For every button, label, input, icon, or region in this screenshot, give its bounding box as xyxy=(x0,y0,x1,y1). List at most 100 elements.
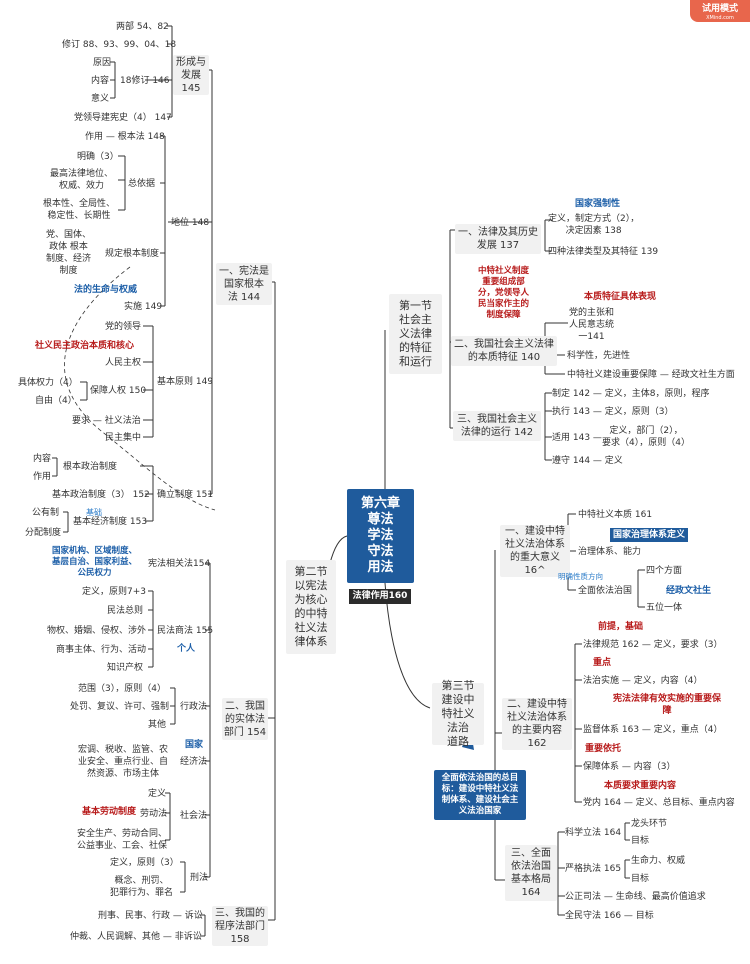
s1-a2[interactable]: 四种法律类型及其特征 139 xyxy=(548,247,659,257)
const-prin-topic[interactable]: 基本原则 149 xyxy=(157,377,214,387)
const-pos2b[interactable]: 最高法律地位、 权威、效力 xyxy=(50,169,114,191)
s3-c3[interactable]: 公正司法 — 生命线、最高价值追求 xyxy=(565,892,706,902)
const-pos1[interactable]: 作用 — 根本法 148 xyxy=(85,132,165,142)
const-sys1a[interactable]: 内容 xyxy=(33,454,52,464)
const-prin3a[interactable]: 具体权力（4） xyxy=(18,378,78,388)
s3-a3-five-in-one[interactable]: 五位一体 xyxy=(646,603,683,613)
dept-1[interactable]: 宪法相关法154 xyxy=(148,559,211,569)
const-form3-meaning[interactable]: 意义 xyxy=(91,94,110,104)
s3-b1[interactable]: 法律规范 162 — 定义，要求（3） xyxy=(583,640,723,650)
s1-c1[interactable]: 制定 142 — 定义，主体8，原则，程序 xyxy=(552,389,710,399)
dept-6b[interactable]: 概念、刑罚、 犯罪行为、罪名 xyxy=(110,876,174,898)
dept-2b[interactable]: 民法总则 xyxy=(107,606,144,616)
s3-topic-b[interactable]: 二、建设中特 社义法治体系 的主要内容 162 xyxy=(502,698,572,750)
s1-b1[interactable]: 党的主张和 人民意志统 一141 xyxy=(569,308,615,342)
dept-2c[interactable]: 物权、婚姻、侵权、涉外 xyxy=(47,626,147,636)
s3-c1-goal[interactable]: 目标 xyxy=(631,836,650,846)
dept-5c[interactable]: 安全生产、劳动合同、 公益事业、工会、社保 xyxy=(77,829,168,851)
section-1[interactable]: 第一节 社会主 义法律 的特征 和运行 xyxy=(389,294,442,374)
const-sys3a[interactable]: 公有制 xyxy=(32,508,60,518)
s1-c4[interactable]: 遵守 144 — 定义 xyxy=(552,456,623,466)
procedure-1[interactable]: 刑事、民事、行政 — 诉讼 xyxy=(98,911,203,921)
s3-topic-c[interactable]: 三、全面 依法治国 基本格局 164 xyxy=(505,845,557,901)
s1-c3-detail[interactable]: 定义，部门（2）， 要求（4），原则（4） xyxy=(602,426,690,448)
s3-b2[interactable]: 法治实施 — 定义，内容（4） xyxy=(583,676,703,686)
dept-2a[interactable]: 定义，原则7+3 xyxy=(82,587,146,597)
s3-b3[interactable]: 监督体系 163 — 定义，重点（4） xyxy=(583,725,723,735)
s1-b3[interactable]: 中特社义建设重要保障 — 经政文社生方面 xyxy=(567,370,735,380)
s3-a3[interactable]: 全面依法治国 xyxy=(578,586,633,596)
s1-a1[interactable]: 定义，制定方式（2）， 决定因素 138 xyxy=(548,214,640,236)
central-subtopic[interactable]: 法律作用160 xyxy=(349,589,411,604)
const-form3-content[interactable]: 内容 xyxy=(91,76,110,86)
dept-2d[interactable]: 商事主体、行为、活动 xyxy=(56,645,147,655)
section-2[interactable]: 第二节 以宪法 为核心 的中特 社义法 律体系 xyxy=(286,560,336,654)
const-form4[interactable]: 党领导建宪史（4） 147 xyxy=(74,113,172,123)
const-prin5[interactable]: 民主集中 xyxy=(105,433,142,443)
const-pos2c[interactable]: 根本性、全局性、 稳定性、长期性 xyxy=(43,199,116,221)
const-form-topic[interactable]: 形成与 发展 145 xyxy=(173,55,209,95)
dept-2e[interactable]: 知识产权 xyxy=(107,663,144,673)
s3-c1[interactable]: 科学立法 164 xyxy=(565,828,622,838)
const-prin3[interactable]: 保障人权 150 xyxy=(90,386,147,396)
s3-c2-vitality[interactable]: 生命力、权威 xyxy=(631,856,686,866)
const-pos3[interactable]: 规定根本制度 xyxy=(105,249,160,259)
s3-topic-a[interactable]: 一、建设中特 社义法治体系 的重大意义 16^ xyxy=(500,525,570,577)
dept-5[interactable]: 社会法 xyxy=(180,811,208,821)
s1-topic-b[interactable]: 二、我国社会主义法律 的本质特征 140 xyxy=(451,336,557,366)
s1-topic-c[interactable]: 三、我国社会主义 法律的运行 142 xyxy=(453,411,541,441)
s3-a2[interactable]: 治理体系、能力 xyxy=(578,547,642,557)
s3-a1[interactable]: 中特社义本质 161 xyxy=(578,510,653,520)
const-sys1b[interactable]: 作用 xyxy=(33,472,52,482)
const-prin4[interactable]: 要求 — 社义法治 xyxy=(72,416,141,426)
const-sys2[interactable]: 基本政治制度（3） 152 xyxy=(52,490,150,500)
const-form3[interactable]: 18修订 146 xyxy=(120,76,170,86)
dept-2[interactable]: 民法商法 155 xyxy=(157,626,214,636)
procedure-2[interactable]: 仲裁、人民调解、其他 — 非诉讼 xyxy=(70,932,202,942)
s1-b2[interactable]: 科学性，先进性 xyxy=(567,351,631,361)
const-pos2[interactable]: 总依据 xyxy=(128,179,156,189)
dept-6a[interactable]: 定义，原则（3） xyxy=(110,858,179,868)
const-sys1[interactable]: 根本政治制度 xyxy=(63,462,118,472)
const-prin1[interactable]: 党的领导 xyxy=(105,322,142,332)
s3-c1-leading[interactable]: 龙头环节 xyxy=(631,819,668,829)
dept-5b[interactable]: 劳动法 xyxy=(140,809,168,819)
const-pos4[interactable]: 实施 149 xyxy=(124,302,163,312)
s1-c2[interactable]: 执行 143 — 定义，原则（3） xyxy=(552,407,674,417)
s3-callout-goal: 全面依法治国的总目 标：建设中特社义法 制体系、建设社会主 义法治国家 xyxy=(434,770,526,820)
const-form3-reason[interactable]: 原因 xyxy=(93,58,112,68)
s3-c2[interactable]: 严格执法 165 xyxy=(565,864,622,874)
const-pos-topic[interactable]: 地位 148 xyxy=(171,218,210,228)
const-pos3a[interactable]: 党、国体、 政体 根本 制度、经济 制度 xyxy=(46,230,92,276)
section-3[interactable]: 第三节 建设中 特社义 法治 道路 xyxy=(432,679,484,748)
s3-b4[interactable]: 保障体系 — 内容（3） xyxy=(583,762,676,772)
s3-b5[interactable]: 党内 164 — 定义、总目标、重点内容 xyxy=(583,798,735,808)
dept-3[interactable]: 行政法 xyxy=(180,702,208,712)
dept-5a[interactable]: 定义 xyxy=(148,789,167,799)
const-form1[interactable]: 两部 54、82 xyxy=(116,22,169,32)
depts-topic[interactable]: 二、我国 的实体法 部门 154 xyxy=(222,698,268,740)
central-topic[interactable]: 第六章 尊法 学法 守法 用法 xyxy=(347,489,414,583)
dept-3c[interactable]: 其他 xyxy=(148,720,167,730)
dept-3a[interactable]: 范围（3），原则（4） xyxy=(78,684,166,694)
s3-c2-goal[interactable]: 目标 xyxy=(631,874,650,884)
s1-topic-a[interactable]: 一、法律及其历史 发展 137 xyxy=(455,224,541,254)
const-prin2[interactable]: 人民主权 xyxy=(105,358,142,368)
trial-mode-badge[interactable]: 试用模式 XMind.com xyxy=(690,0,750,22)
const-form2[interactable]: 修订 88、93、99、04、18 xyxy=(62,40,177,50)
dept-4a[interactable]: 宏调、税收、监管、农 业安全、重点行业、自 然资源、市场主体 xyxy=(78,745,169,779)
s3-c4[interactable]: 全民守法 166 — 目标 xyxy=(565,911,654,921)
dept-4[interactable]: 经济法 xyxy=(180,757,208,767)
const-sys3[interactable]: 基本经济制度 153 xyxy=(73,517,148,527)
dept-6[interactable]: 刑法 xyxy=(190,873,209,883)
const-sys3b[interactable]: 分配制度 xyxy=(25,528,62,538)
procedure-topic[interactable]: 三、我国的 程序法部门 158 xyxy=(212,906,268,946)
s3-note-five: 经政文社生 xyxy=(666,586,712,596)
s3-a3-four-aspects[interactable]: 四个方面 xyxy=(646,566,683,576)
const-pos2a[interactable]: 明确（3） xyxy=(77,152,119,162)
const-prin3b[interactable]: 自由（4） xyxy=(35,396,77,406)
dept-3b[interactable]: 处罚、复议、许可、强制 xyxy=(70,702,170,712)
s1-c3-label[interactable]: 适用 143 — xyxy=(552,433,602,443)
constitution-topic[interactable]: 一、宪法是 国家根本 法 144 xyxy=(216,263,272,305)
const-sys-topic[interactable]: 确立制度 151 xyxy=(157,490,214,500)
